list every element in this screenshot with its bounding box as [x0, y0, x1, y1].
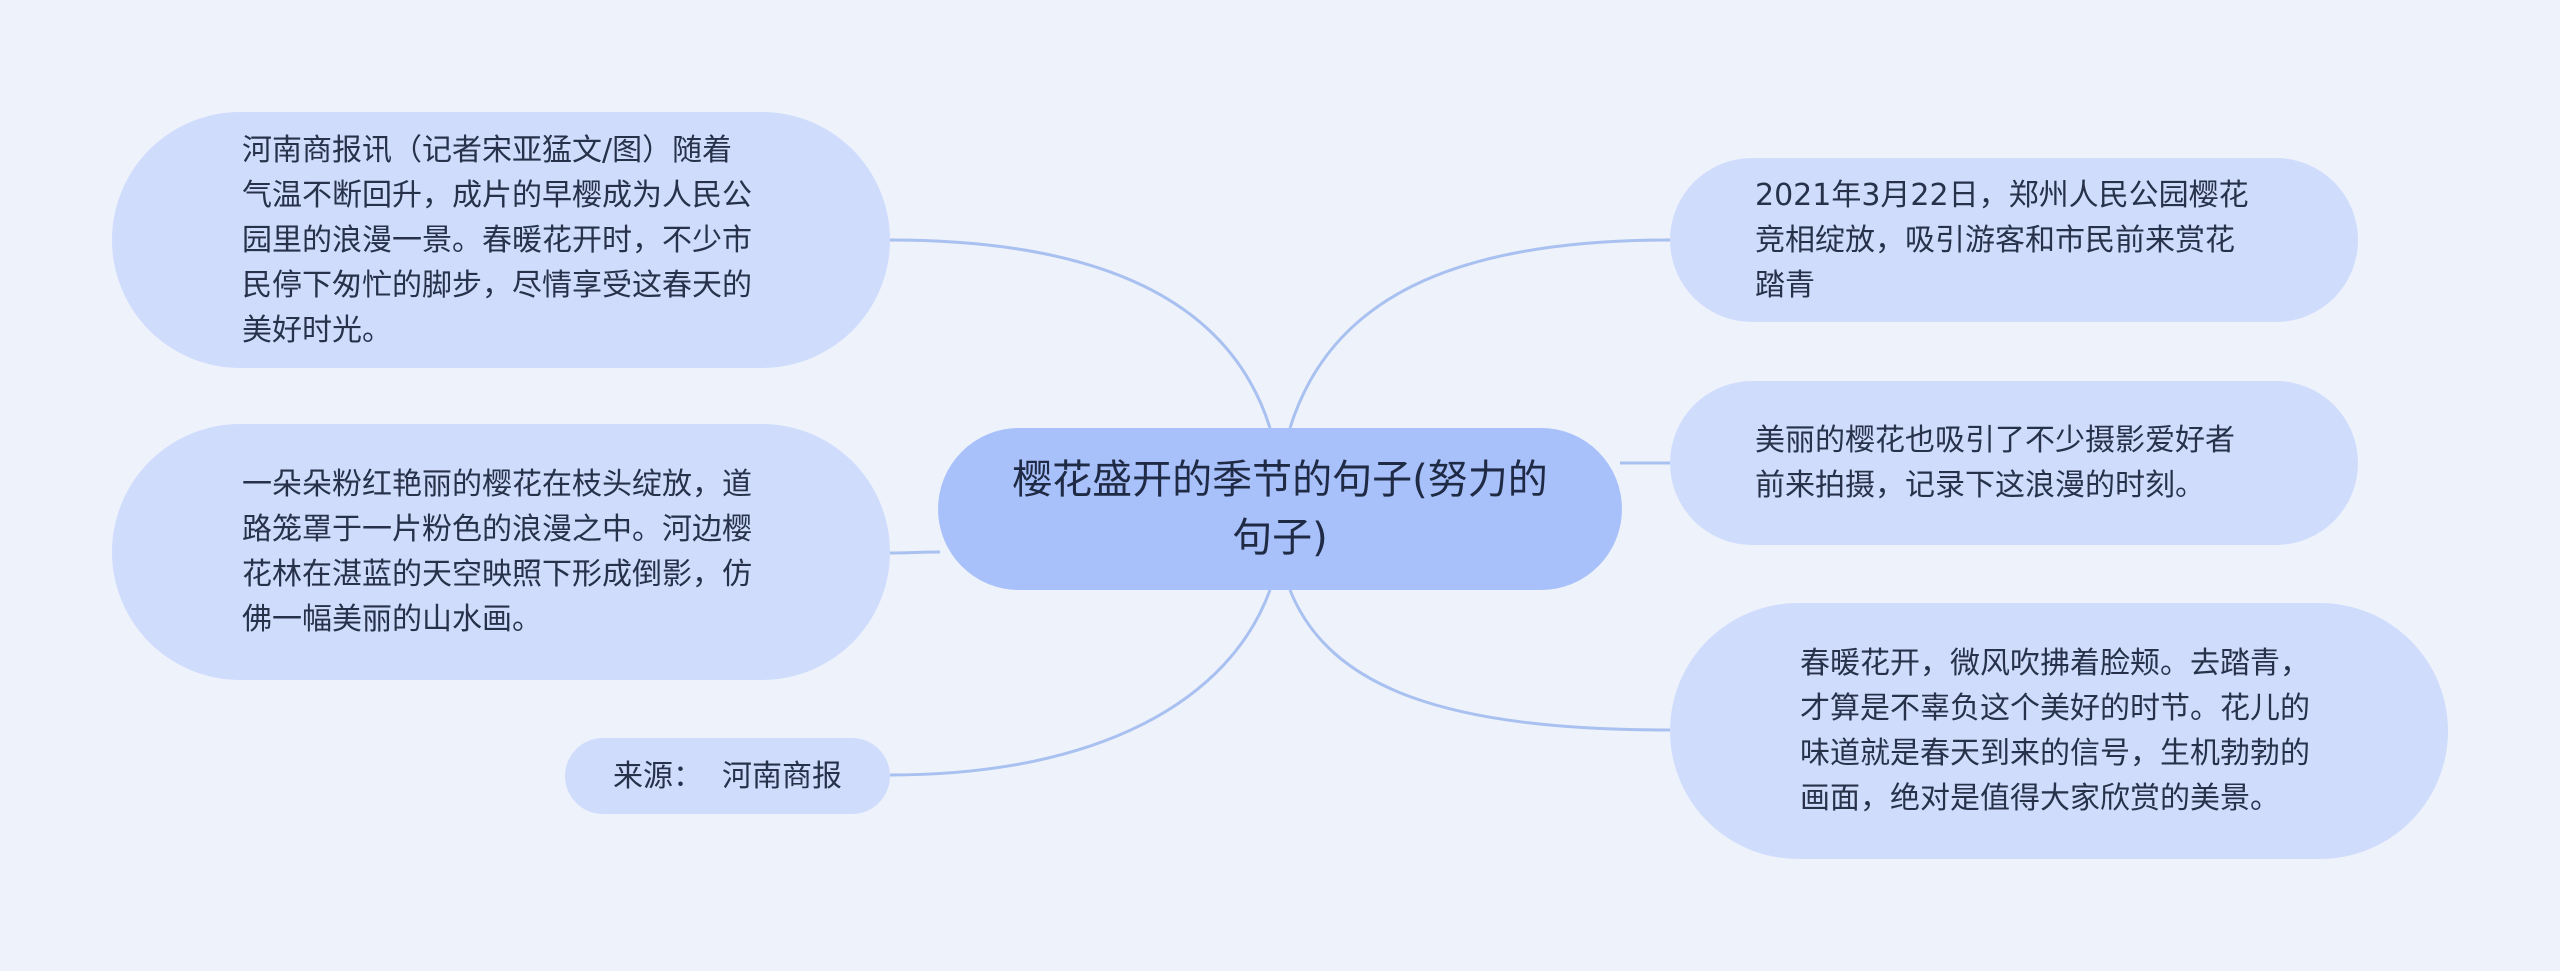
topic-right-1-text: 2021年3月22日，郑州人民公园樱花竞相绽放，吸引游客和市民前来赏花踏青 — [1755, 177, 2249, 303]
topic-left-3[interactable]: 来源： 河南商报 — [565, 738, 890, 814]
topic-left-1-text: 河南商报讯（记者宋亚猛文/图）随着气温不断回升，成片的早樱成为人民公园里的浪漫一… — [242, 132, 752, 348]
topic-left-2[interactable]: 一朵朵粉红艳丽的樱花在枝头绽放，道路笼罩于一片粉色的浪漫之中。河边樱花林在湛蓝的… — [112, 424, 890, 680]
root-topic[interactable]: 樱花盛开的季节的句子(努力的句子) — [938, 428, 1622, 590]
topic-left-3-text: 来源： 河南商报 — [612, 758, 843, 794]
root-topic-title: 樱花盛开的季节的句子(努力的句子) — [1012, 457, 1548, 561]
connector-right-3 — [1288, 589, 1671, 732]
topic-right-3-text: 春暖花开，微风吹拂着脸颊。去踏青，才算是不辜负这个美好的时节。花儿的味道就是春天… — [1800, 646, 2310, 816]
topic-right-1[interactable]: 2021年3月22日，郑州人民公园樱花竞相绽放，吸引游客和市民前来赏花踏青 — [1670, 158, 2358, 322]
topic-right-3[interactable]: 春暖花开，微风吹拂着脸颊。去踏青，才算是不辜负这个美好的时节。花儿的味道就是春天… — [1670, 603, 2448, 859]
connector-left-3 — [889, 589, 1272, 777]
connector-left-1 — [889, 238, 1272, 429]
topic-right-2[interactable]: 美丽的樱花也吸引了不少摄影爱好者前来拍摄，记录下这浪漫的时刻。 — [1670, 381, 2358, 545]
connector-left-2 — [889, 550, 941, 555]
topic-right-2-text: 美丽的樱花也吸引了不少摄影爱好者前来拍摄，记录下这浪漫的时刻。 — [1755, 423, 2235, 503]
topic-left-2-text: 一朵朵粉红艳丽的樱花在枝头绽放，道路笼罩于一片粉色的浪漫之中。河边樱花林在湛蓝的… — [242, 467, 752, 637]
topic-left-1[interactable]: 河南商报讯（记者宋亚猛文/图）随着气温不断回升，成片的早樱成为人民公园里的浪漫一… — [112, 112, 890, 368]
connector-right-1 — [1288, 238, 1671, 429]
